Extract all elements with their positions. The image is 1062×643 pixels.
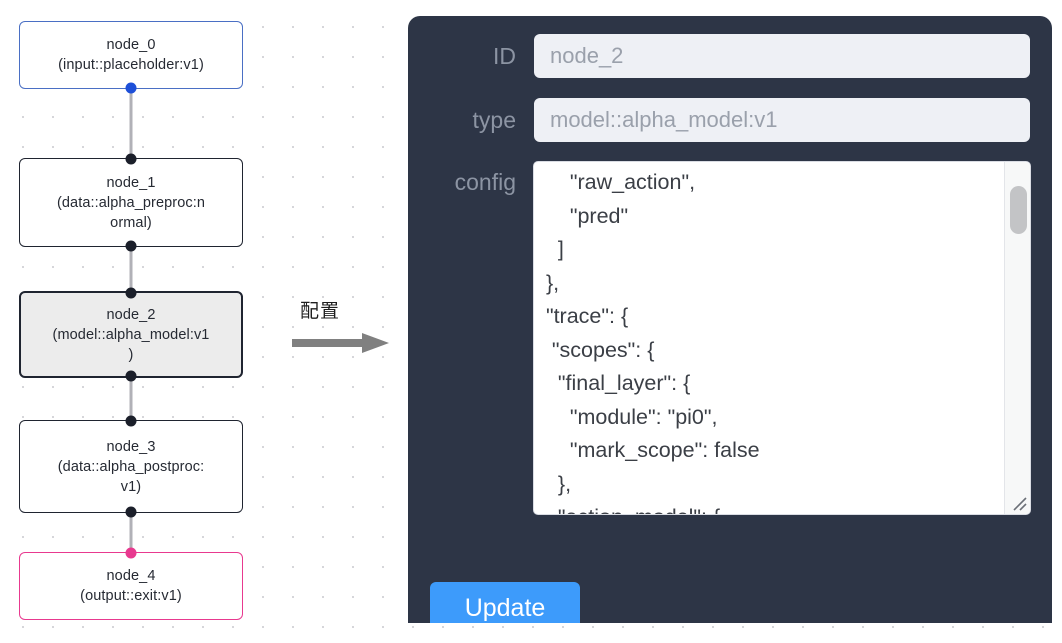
graph-edge-2-3: [129, 377, 133, 419]
graph-canvas[interactable]: node_0 (input::placeholder:v1) node_1 (d…: [0, 0, 404, 643]
config-textarea[interactable]: [534, 162, 982, 514]
graph-node-label: node_1 (data::alpha_preproc:n ormal): [56, 174, 206, 231]
node-inspector-panel: ID type config Update: [408, 16, 1052, 623]
graph-node-node_4[interactable]: node_4 (output::exit:v1): [19, 547, 243, 620]
type-field-label: type: [472, 107, 516, 133]
node-handle-target[interactable]: [125, 547, 137, 559]
graph-node-label: node_2 (model::alpha_model:v1 ): [52, 306, 210, 363]
graph-node-node_3[interactable]: node_3 (data::alpha_postproc: v1): [19, 415, 243, 518]
graph-node-label: node_4 (output::exit:v1): [80, 568, 182, 604]
config-scrollbar-thumb[interactable]: [1010, 186, 1027, 234]
graph-node-label: node_0 (input::placeholder:v1): [58, 37, 204, 73]
graph-edge-1-2: [129, 247, 133, 294]
node-handle-source[interactable]: [125, 506, 137, 518]
arrow-right-icon: [292, 333, 389, 353]
node-handle-source[interactable]: [125, 240, 137, 252]
graph-node-node_1[interactable]: node_1 (data::alpha_preproc:n ormal): [19, 153, 243, 252]
graph-edge-3-4: [129, 512, 133, 552]
field-row-id: ID: [430, 34, 1030, 78]
graph-edge-0-1: [129, 89, 133, 158]
graph-node-node_2[interactable]: node_2 (model::alpha_model:v1 ): [19, 287, 243, 382]
config-scrollbar[interactable]: [1004, 162, 1030, 514]
annotation-label: 配置: [300, 300, 341, 322]
graph-node-label: node_3 (data::alpha_postproc: v1): [57, 438, 205, 495]
id-field-label: ID: [493, 43, 516, 69]
field-row-type: type: [430, 98, 1030, 142]
node-handle-source[interactable]: [125, 370, 137, 382]
node-handle-target[interactable]: [125, 153, 137, 165]
update-button[interactable]: Update: [430, 582, 580, 623]
config-editor[interactable]: [534, 162, 1030, 514]
resize-handle-icon[interactable]: [1010, 494, 1028, 512]
node-handle-target[interactable]: [125, 287, 137, 299]
field-row-config: config: [430, 162, 1030, 514]
id-input[interactable]: [534, 34, 1030, 78]
type-input[interactable]: [534, 98, 1030, 142]
node-handle-source[interactable]: [125, 82, 137, 94]
config-field-label: config: [454, 169, 516, 195]
graph-node-node_0[interactable]: node_0 (input::placeholder:v1): [19, 21, 243, 94]
node-handle-target[interactable]: [125, 415, 137, 427]
annotation-group: 配置: [286, 296, 396, 366]
